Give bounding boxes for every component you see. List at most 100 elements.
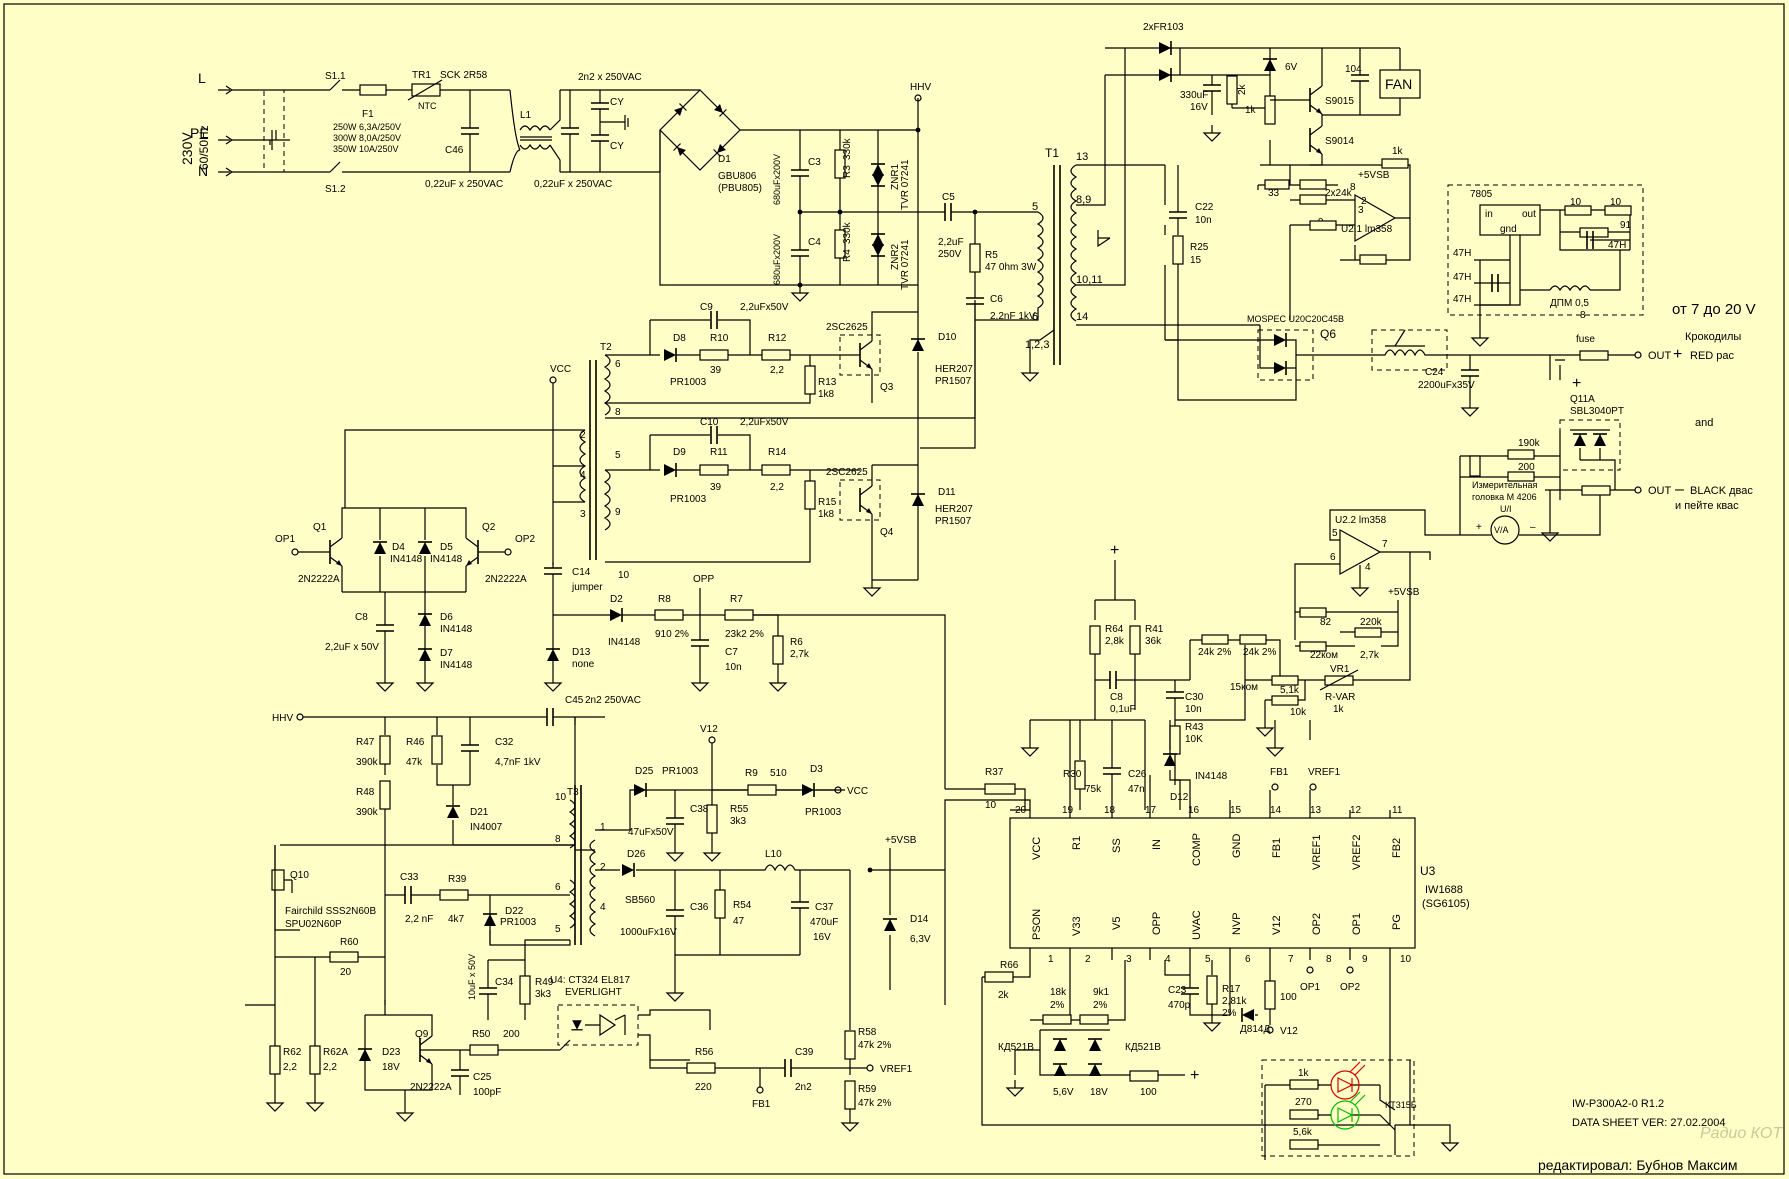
- svg-text:15: 15: [1190, 255, 1202, 266]
- svg-text:100: 100: [1280, 992, 1297, 1003]
- svg-text:4,7nF 1kV: 4,7nF 1kV: [495, 757, 541, 768]
- svg-text:+5VSB: +5VSB: [1358, 170, 1390, 181]
- svg-text:CY: CY: [610, 97, 624, 108]
- svg-text:47k 2%: 47k 2%: [858, 1098, 891, 1109]
- svg-text:3: 3: [1358, 205, 1364, 216]
- svg-text:T1: T1: [1045, 146, 1059, 160]
- svg-text:D25: D25: [635, 766, 654, 777]
- svg-text:OUT: OUT: [1648, 350, 1672, 362]
- svg-text:VR1: VR1: [1330, 664, 1350, 675]
- svg-text:FB2: FB2: [1391, 838, 1403, 858]
- svg-text:+5VSB: +5VSB: [885, 835, 917, 846]
- svg-text:47k: 47k: [406, 757, 423, 768]
- svg-text:+: +: [1110, 542, 1119, 559]
- svg-text:PR1003: PR1003: [670, 494, 707, 505]
- svg-text:D12: D12: [1170, 792, 1189, 803]
- svg-text:U2.2 lm358: U2.2 lm358: [1335, 515, 1387, 526]
- svg-text:FB1: FB1: [1271, 838, 1283, 858]
- svg-text:6: 6: [1032, 311, 1038, 323]
- svg-text:SPU02N60P: SPU02N60P: [285, 919, 342, 930]
- svg-text:IN4148: IN4148: [390, 554, 423, 565]
- svg-text:ZNR1: ZNR1: [890, 163, 901, 190]
- svg-text:1: 1: [600, 822, 606, 833]
- svg-text:8: 8: [1350, 182, 1356, 193]
- svg-text:–: –: [1530, 522, 1536, 533]
- svg-text:2,2uF: 2,2uF: [938, 237, 964, 248]
- svg-text:11: 11: [1392, 805, 1403, 816]
- svg-text:2k: 2k: [998, 990, 1010, 1001]
- svg-text:PR1003: PR1003: [662, 766, 699, 777]
- svg-text:390k: 390k: [356, 807, 379, 818]
- svg-text:C7: C7: [725, 647, 738, 658]
- svg-text:D8: D8: [673, 333, 686, 344]
- svg-text:Q4: Q4: [880, 527, 894, 538]
- svg-text:R3: R3: [842, 165, 853, 178]
- svg-text:головка М 4206: головка М 4206: [1472, 492, 1537, 502]
- svg-text:9: 9: [615, 507, 621, 518]
- svg-text:910 2%: 910 2%: [655, 629, 689, 640]
- u2-2-opamp: U2.2 lm358 56 74 +5VSB 82 22ком 220k 2,7…: [1189, 509, 1460, 737]
- svg-text:+: +: [1476, 522, 1482, 533]
- svg-text:D10: D10: [938, 332, 957, 343]
- svg-text:PG: PG: [1391, 914, 1403, 930]
- svg-text:R48: R48: [356, 787, 375, 798]
- svg-text:4: 4: [1165, 954, 1171, 965]
- svg-text:1,2,3: 1,2,3: [1025, 339, 1049, 351]
- svg-text:(PBU805): (PBU805): [718, 183, 762, 194]
- svg-text:2,2: 2,2: [770, 482, 784, 493]
- svg-text:RED рас: RED рас: [1690, 350, 1735, 362]
- svg-text:7: 7: [1382, 539, 1388, 550]
- svg-text:TVR 07241: TVR 07241: [900, 239, 911, 290]
- svg-text:PR1507: PR1507: [935, 376, 972, 387]
- svg-text:NTC: NTC: [418, 101, 437, 111]
- svg-text:7805: 7805: [1470, 189, 1493, 200]
- svg-text:HER207: HER207: [935, 364, 973, 375]
- svg-text:C37: C37: [815, 902, 834, 913]
- svg-text:jumper: jumper: [571, 582, 603, 593]
- svg-text:330k: 330k: [842, 137, 853, 160]
- svg-text:IN: IN: [1151, 839, 1163, 850]
- svg-text:330uF: 330uF: [1180, 90, 1208, 101]
- svg-text:1k: 1k: [1333, 704, 1345, 715]
- svg-text:47H: 47H: [1608, 240, 1626, 251]
- svg-text:GBU806: GBU806: [718, 171, 757, 182]
- svg-text:2: 2: [600, 862, 606, 873]
- svg-text:2xFR103: 2xFR103: [1143, 22, 1184, 33]
- svg-text:Q10: Q10: [290, 870, 309, 881]
- svg-text:47 0hm 3W: 47 0hm 3W: [985, 262, 1037, 273]
- svg-text:4k7: 4k7: [448, 914, 465, 925]
- svg-text:IW-P300A2-0 R1.2: IW-P300A2-0 R1.2: [1572, 1098, 1664, 1110]
- svg-text:Q1: Q1: [313, 522, 327, 533]
- svg-text:20: 20: [340, 967, 352, 978]
- svg-text:6: 6: [615, 359, 621, 370]
- svg-text:КД521В: КД521В: [1125, 1042, 1161, 1053]
- svg-text:2,2: 2,2: [283, 1062, 297, 1073]
- svg-text:2,2uFx50V: 2,2uFx50V: [740, 302, 789, 313]
- svg-text:1: 1: [1048, 954, 1054, 965]
- svg-text:14: 14: [1076, 311, 1088, 323]
- svg-text:2,2: 2,2: [770, 365, 784, 376]
- svg-text:0,1uF: 0,1uF: [1110, 704, 1136, 715]
- svg-text:10n: 10n: [725, 662, 742, 673]
- svg-text:D4: D4: [392, 542, 405, 553]
- svg-text:24k 2%: 24k 2%: [1243, 647, 1276, 658]
- svg-text:КТ315Б: КТ315Б: [1385, 1100, 1417, 1110]
- label-PE: PE: [190, 125, 209, 141]
- svg-text:C8: C8: [1110, 692, 1123, 703]
- svg-text:1k: 1k: [1392, 146, 1404, 157]
- svg-text:82: 82: [1320, 617, 1332, 628]
- svg-text:2,2uF x 50V: 2,2uF x 50V: [325, 642, 379, 653]
- svg-text:R62: R62: [283, 1047, 302, 1058]
- svg-text:19: 19: [1062, 805, 1074, 816]
- svg-text:15: 15: [1230, 805, 1242, 816]
- svg-text:10uF x 50V: 10uF x 50V: [467, 954, 477, 1000]
- svg-text:10: 10: [1610, 197, 1622, 208]
- svg-text:R-VAR: R-VAR: [1325, 692, 1355, 703]
- svg-text:R54: R54: [733, 900, 752, 911]
- svg-text:D5: D5: [440, 542, 453, 553]
- svg-text:2,81k: 2,81k: [1222, 996, 1247, 1007]
- svg-text:in: in: [1485, 209, 1493, 220]
- svg-text:2,7k: 2,7k: [1360, 650, 1380, 661]
